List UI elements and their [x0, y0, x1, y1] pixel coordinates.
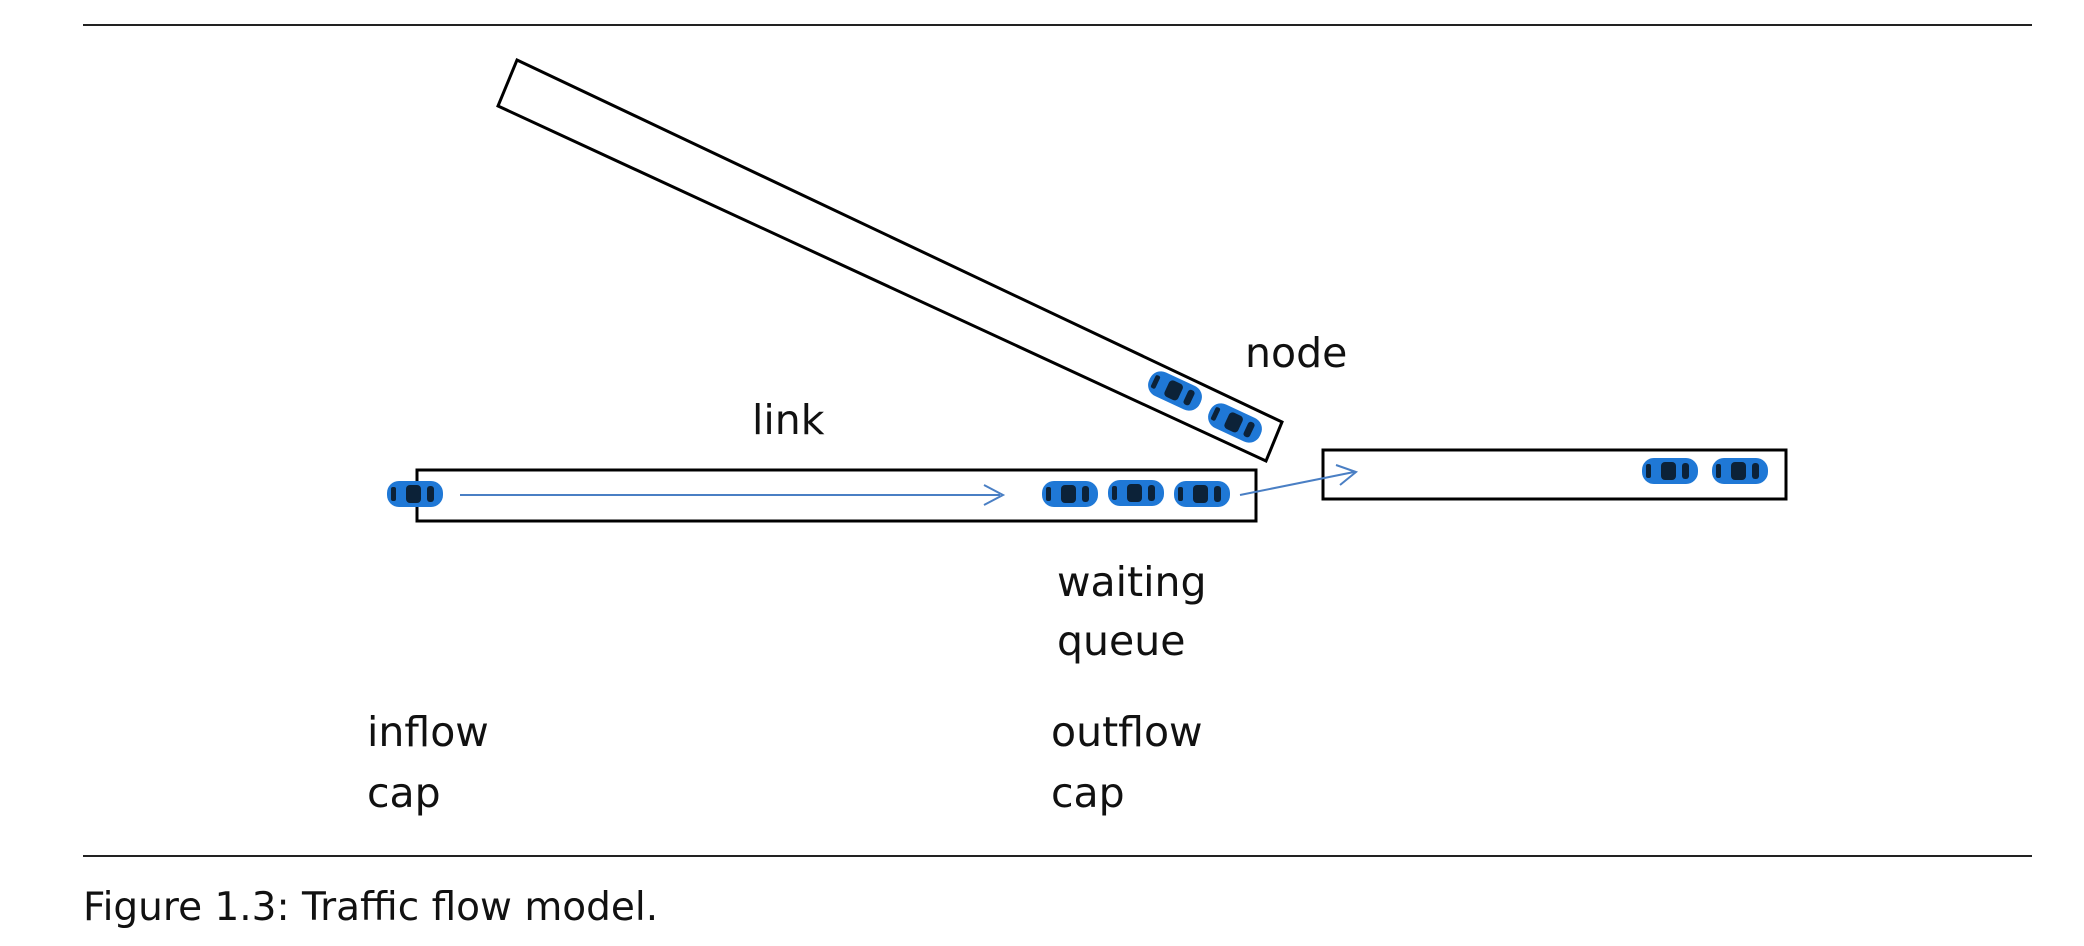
- waiting-queue-label: waiting: [1057, 558, 1207, 606]
- inflow-cap-label: cap: [367, 769, 441, 817]
- arrow-icon: [1239, 471, 1355, 496]
- car-icon: [1174, 481, 1230, 507]
- car-icon: [1712, 458, 1768, 484]
- arrowhead-node: [1335, 464, 1359, 486]
- diagonal-link-road: [496, 57, 1284, 464]
- outflow-cap-label: cap: [1051, 769, 1125, 817]
- car-icon: [1042, 481, 1098, 507]
- inflow-cap-label: inflow: [367, 708, 489, 756]
- outgoing-link-road: [1321, 448, 1788, 501]
- car-icon: [387, 481, 443, 507]
- waiting-queue-label: queue: [1057, 617, 1185, 665]
- car-icon: [1108, 480, 1164, 506]
- link-label: link: [752, 396, 825, 444]
- arrowhead-main: [983, 484, 1006, 506]
- outflow-cap-label: outflow: [1051, 708, 1203, 756]
- car-icon: [1642, 458, 1698, 484]
- node-label: node: [1245, 329, 1347, 377]
- flow-arrow-main: [460, 484, 1006, 506]
- flow-arrow-node: [1239, 464, 1359, 496]
- figure-caption: Figure 1.3: Traffic flow model.: [83, 885, 658, 930]
